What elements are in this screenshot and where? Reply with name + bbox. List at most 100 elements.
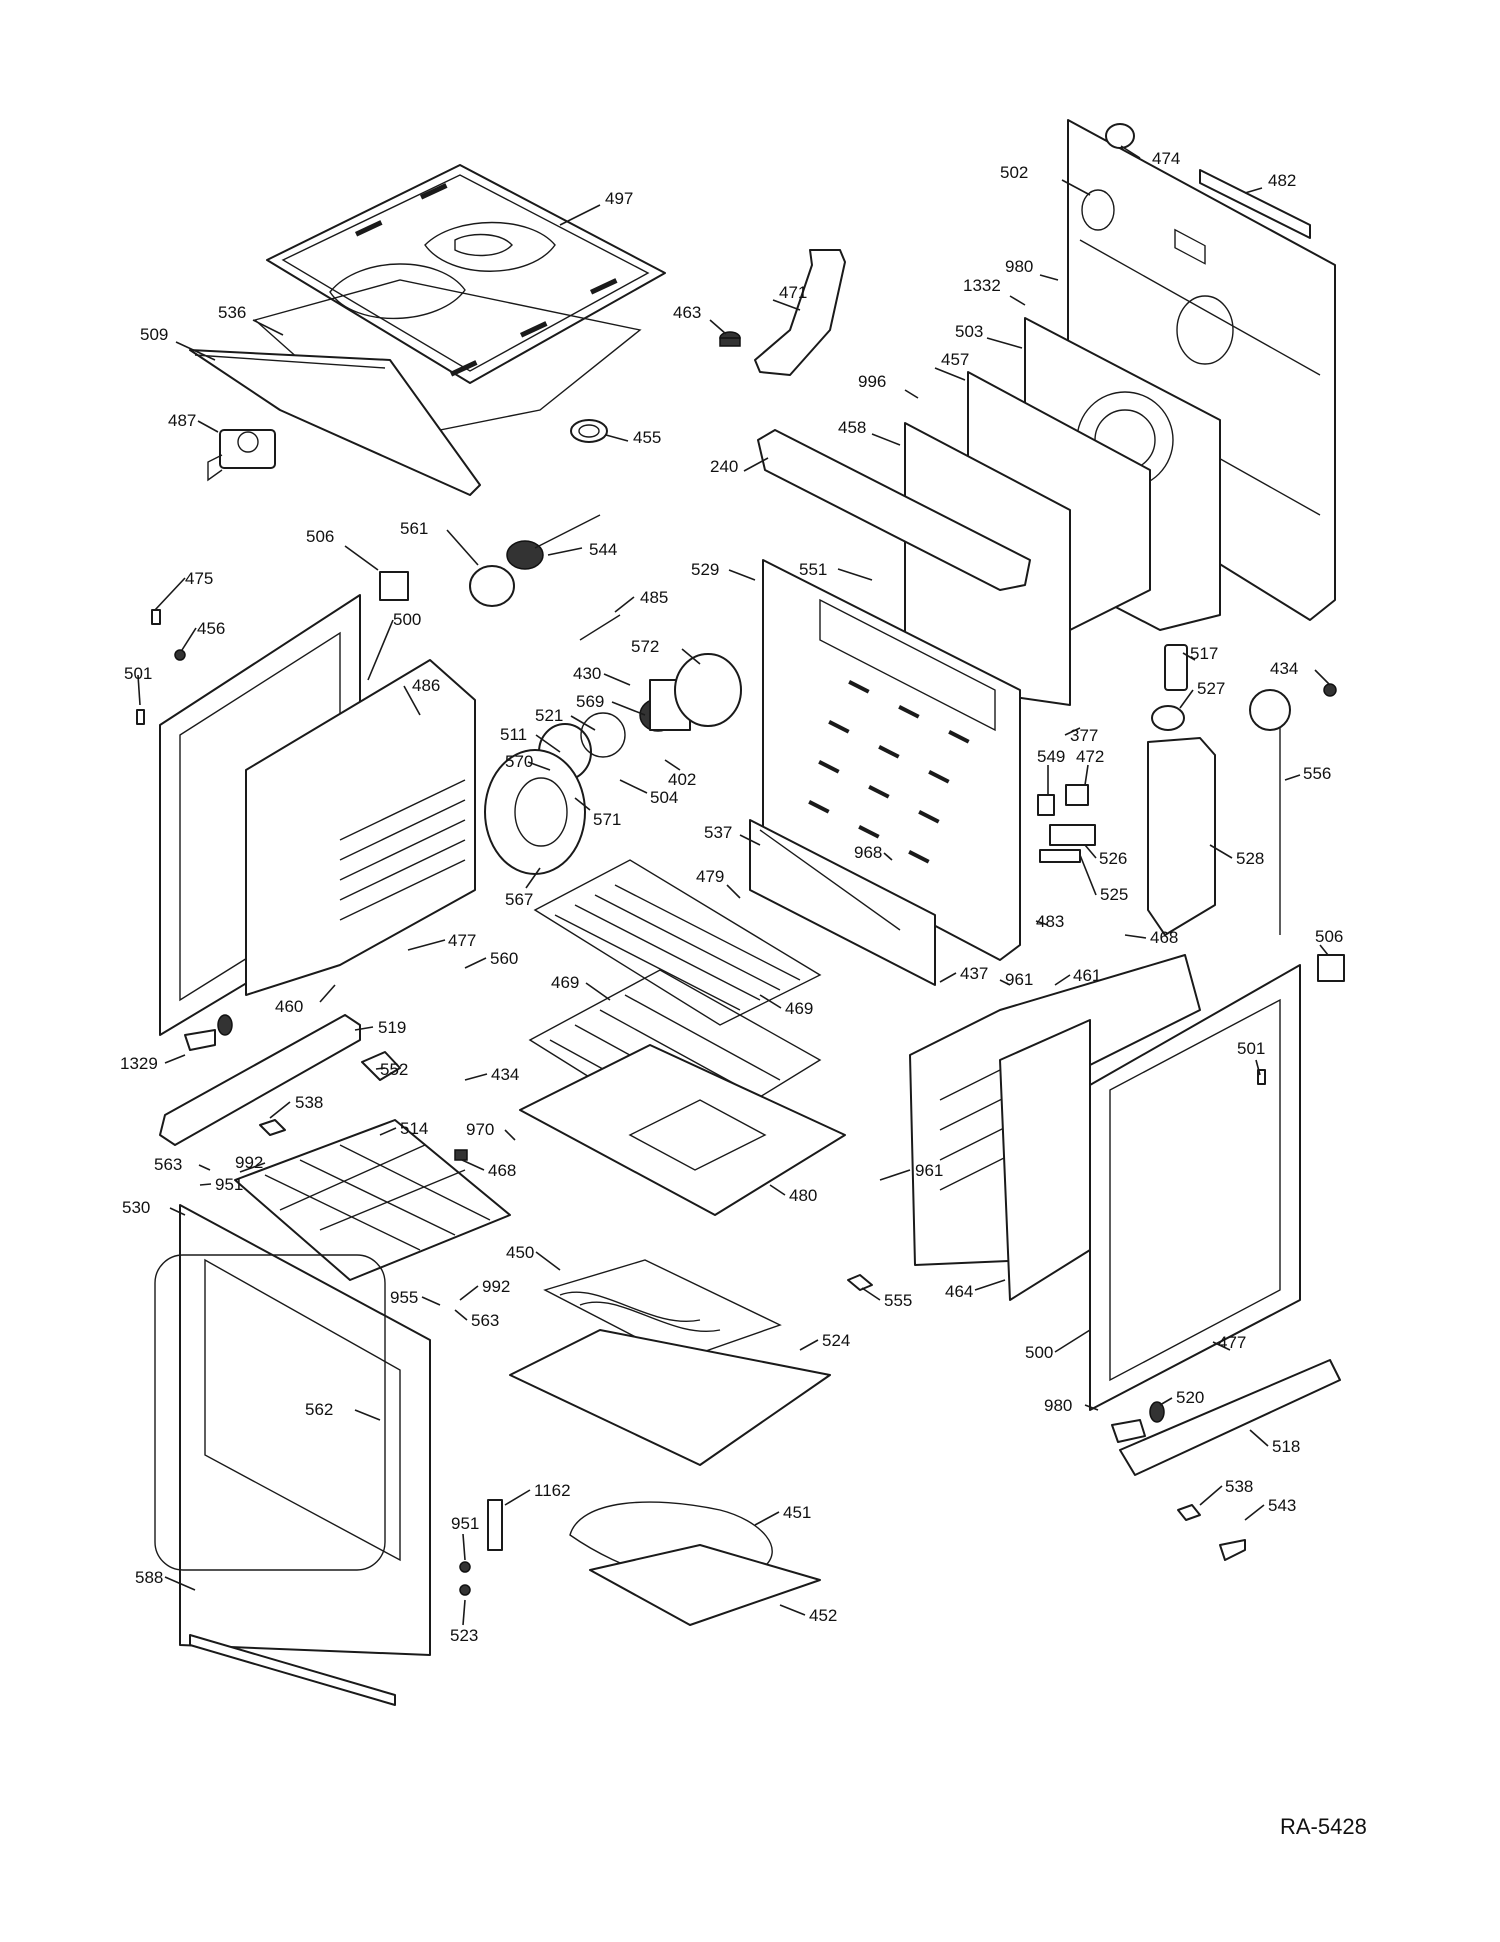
callout-500b: 500 [1025, 1343, 1053, 1362]
bottom-panel-drawing [509, 1329, 831, 1466]
callout-450: 450 [506, 1243, 534, 1262]
cooktop-insulation-drawing [189, 279, 642, 496]
lower-liner-drawing [749, 819, 936, 986]
callout-456: 456 [197, 619, 225, 638]
mini-bracket-drawing [454, 1149, 468, 1161]
callout-240: 240 [710, 457, 738, 476]
broil-pad-drawing [589, 1544, 821, 1626]
callout-552: 552 [380, 1060, 408, 1079]
callout-486: 486 [412, 676, 440, 695]
callout-996: 996 [858, 372, 886, 391]
callout-529: 529 [691, 560, 719, 579]
callout-567: 567 [505, 890, 533, 909]
side-bracket-drawing [1147, 737, 1216, 936]
callout-482: 482 [1268, 171, 1296, 190]
callout-521: 521 [535, 706, 563, 725]
relay-drawing [1037, 794, 1055, 816]
callout-537: 537 [704, 823, 732, 842]
callout-511: 511 [500, 725, 527, 744]
probe-drawing [1249, 689, 1291, 935]
small-plate-drawing [847, 1274, 873, 1291]
door-trim-drawing [189, 1634, 396, 1706]
left-shield-drawing [245, 659, 476, 996]
callout-543: 543 [1268, 1496, 1296, 1515]
callout-514: 514 [400, 1119, 428, 1138]
callout-501: 501 [124, 664, 152, 683]
callout-506: 506 [306, 527, 334, 546]
callout-497: 497 [605, 189, 633, 208]
callout-955: 955 [390, 1288, 418, 1307]
callout-487: 487 [168, 411, 196, 430]
bracket-rod-drawing [579, 614, 621, 641]
fan-cover-drawing [484, 749, 586, 875]
gasket-drawing [570, 419, 608, 443]
right-shield-drawing [909, 954, 1201, 1266]
callout-377: 377 [1070, 726, 1098, 745]
spacer-drawing [151, 609, 161, 625]
drawing-reference: RA-5428 [1280, 1814, 1367, 1839]
right-hinge-clip-drawing [1111, 1419, 1146, 1443]
callout-572: 572 [631, 637, 659, 656]
knob-drawing [719, 331, 741, 347]
callout-502: 502 [1000, 163, 1028, 182]
callout-538b: 538 [1225, 1477, 1253, 1496]
callout-451: 451 [783, 1503, 811, 1522]
callout-503: 503 [955, 322, 983, 341]
callout-555: 555 [884, 1291, 912, 1310]
right-bracket-drawing [1317, 954, 1345, 982]
capacitor-drawing [1164, 644, 1188, 691]
small-clip-drawing [259, 1119, 286, 1136]
upper-rack-drawing [533, 859, 822, 1026]
hinge-clip-drawing [184, 1029, 216, 1051]
callout-479: 479 [696, 867, 724, 886]
cooktop-pan-drawing [266, 164, 666, 384]
callout-951b: 951 [451, 1514, 479, 1533]
callout-544: 544 [589, 540, 617, 559]
callout-561: 561 [400, 519, 428, 538]
callout-563: 563 [154, 1155, 182, 1174]
leader-lines [137, 145, 1331, 1626]
callout-460: 460 [275, 997, 303, 1016]
callout-468b: 468 [488, 1161, 516, 1180]
right-spacer-drawing [1257, 1069, 1266, 1085]
back-bracket-drawing [1199, 169, 1311, 239]
callout-992: 992 [235, 1153, 263, 1172]
callout-461: 461 [1073, 966, 1101, 985]
callout-588: 588 [135, 1568, 163, 1587]
callout-980b: 980 [1044, 1396, 1072, 1415]
clip-drawing [136, 709, 145, 725]
callout-524: 524 [822, 1331, 850, 1350]
callout-992b: 992 [482, 1277, 510, 1296]
callout-968: 968 [854, 843, 882, 862]
callout-961: 961 [1005, 970, 1033, 989]
callout-538: 538 [295, 1093, 323, 1112]
callout-523: 523 [450, 1626, 478, 1645]
callout-504: 504 [650, 788, 678, 807]
callout-527: 527 [1197, 679, 1225, 698]
terminal-strip-drawing [1039, 849, 1081, 863]
callout-483: 483 [1036, 912, 1064, 931]
callout-402: 402 [668, 770, 696, 789]
rack-rod-drawing [759, 829, 901, 931]
callout-485: 485 [640, 588, 668, 607]
callout-526: 526 [1099, 849, 1127, 868]
right-hinge-rail-drawing [1119, 1359, 1341, 1476]
callout-477: 477 [448, 931, 476, 950]
callout-471: 471 [779, 283, 807, 302]
callout-469b: 469 [785, 999, 813, 1018]
callout-961b: 961 [915, 1161, 943, 1180]
screw-drawing [174, 649, 186, 661]
callout-525: 525 [1100, 885, 1128, 904]
callout-1332: 1332 [963, 276, 1001, 295]
callout-480: 480 [789, 1186, 817, 1205]
plate-drawing [361, 1051, 401, 1081]
fastener-drawing [1323, 683, 1337, 697]
part-drawings [136, 119, 1345, 1706]
vent-ring-drawing [1105, 123, 1135, 149]
callout-556: 556 [1303, 764, 1331, 783]
fan-gasket-drawing [469, 565, 515, 607]
callout-452: 452 [809, 1606, 837, 1625]
duct-drawing [754, 249, 846, 376]
door-hinge-drawing [487, 1499, 503, 1551]
